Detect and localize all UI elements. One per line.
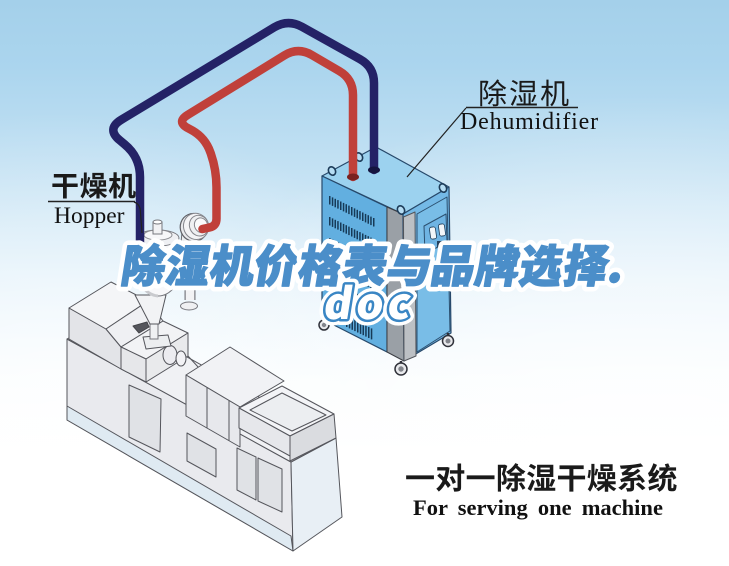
- svg-text:For serving one machine: For serving one machine: [413, 495, 663, 520]
- svg-text:Hopper: Hopper: [54, 203, 125, 229]
- svg-text:Dehumidifier: Dehumidifier: [460, 109, 599, 135]
